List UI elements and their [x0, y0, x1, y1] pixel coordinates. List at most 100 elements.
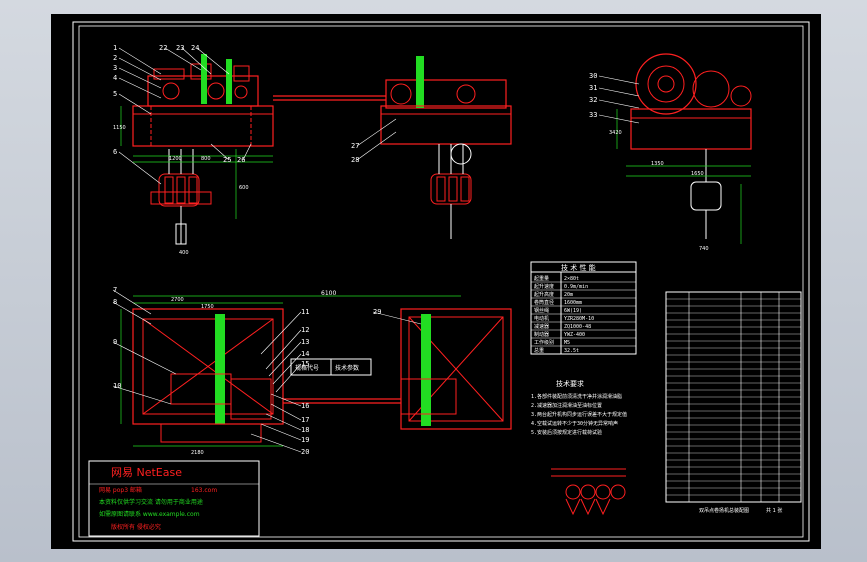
dim-1150: 1150: [113, 125, 126, 131]
dim-3420: 3420: [609, 130, 622, 136]
tech-row-label: 制动器: [534, 331, 549, 338]
dim-800: 800: [201, 156, 211, 162]
tech-table-title: 技 术 性 能: [561, 263, 596, 272]
leader-line: [270, 393, 302, 407]
tech-row-label: 起升速度: [534, 283, 554, 290]
part-number-label: 4: [113, 74, 117, 82]
leader-line: [268, 341, 302, 377]
side-view: [616, 53, 752, 244]
leader-line: [118, 93, 152, 115]
dim-1750: 1750: [201, 304, 214, 310]
sheet-border: [72, 21, 810, 542]
leader-line: [272, 353, 302, 385]
dim-1350: 1350: [651, 161, 664, 167]
part-number-label: 9: [113, 338, 117, 346]
bom-caption: 双吊点卷扬机总装配图: [699, 507, 749, 514]
leader-line: [372, 311, 422, 325]
tech-row-label: 钢丝绳: [534, 307, 549, 314]
watermark-line1b: 163.com: [191, 487, 217, 494]
leader-line: [242, 143, 252, 161]
tech-notes-title: 技术要求: [556, 379, 584, 388]
dim-1200: 1200: [169, 156, 182, 162]
leader-line: [598, 114, 640, 124]
part-number-label: 29: [373, 308, 381, 316]
tech-row-value: 2×80t: [564, 276, 579, 282]
dim-400: 400: [179, 250, 189, 256]
leader-line: [118, 67, 162, 89]
leader-line: [598, 99, 640, 109]
sheet-inner-border: [78, 25, 804, 538]
part-number-label: 17: [301, 416, 309, 424]
drawing-canvas[interactable]: 1234562223242526272878910111213141516171…: [51, 14, 821, 549]
spec-left: 规格代号: [295, 364, 319, 372]
part-number-label: 12: [301, 326, 309, 334]
tech-note-line: 4.空载试运转不少于30分钟无异常响声: [531, 420, 618, 427]
leader-line: [598, 87, 640, 97]
tech-row-value: YWZ-400: [564, 332, 585, 338]
bom-sheet: 共 1 张: [766, 507, 782, 514]
leader-line: [210, 143, 230, 161]
part-number-label: 32: [589, 96, 597, 104]
leader-line: [265, 329, 302, 370]
part-number-label: 18: [301, 426, 309, 434]
tech-note-line: 2.减速器加注润滑油至油标位置: [531, 402, 602, 409]
tech-row-value: 32.5t: [564, 348, 579, 354]
tech-note-line: 3.两台起升机构同步运行误差不大于规定值: [531, 411, 627, 418]
tech-row-value: M5: [564, 340, 570, 346]
part-number-label: 11: [301, 308, 309, 316]
tech-row-value: 20m: [564, 292, 573, 298]
dim-740: 740: [699, 246, 709, 252]
watermark-logo: 网易 NetEase: [111, 466, 182, 479]
leader-line: [260, 311, 302, 355]
tech-row-label: 起升高度: [534, 291, 554, 298]
leader-line: [265, 413, 302, 431]
tech-row-label: 总重: [534, 347, 544, 354]
part-number-label: 6: [113, 148, 117, 156]
part-number-label: 2: [113, 54, 117, 62]
part-number-label: 22: [159, 44, 167, 52]
leader-line: [118, 77, 162, 99]
tech-row-label: 卷筒直径: [534, 299, 554, 306]
tech-row-value: 6W(19): [564, 308, 582, 314]
leader-line: [112, 301, 152, 325]
part-number-label: 8: [113, 298, 117, 306]
tech-row-value: 0.9m/min: [564, 284, 588, 290]
part-number-label: 33: [589, 111, 597, 119]
leader-line: [112, 341, 177, 375]
part-number-label: 28: [351, 156, 359, 164]
leader-line: [260, 423, 302, 441]
watermark-box: [88, 460, 260, 537]
front-view-right-hoist: [380, 56, 512, 239]
leader-line: [250, 433, 302, 453]
part-number-label: 30: [589, 72, 597, 80]
part-number-label: 16: [301, 402, 309, 410]
part-number-label: 1: [113, 44, 117, 52]
part-number-label: 5: [113, 90, 117, 98]
dim-1650: 1650: [691, 171, 704, 177]
leader-line: [164, 47, 202, 71]
tech-row-label: 减速器: [534, 323, 549, 330]
part-number-label: 27: [351, 142, 359, 150]
part-number-label: 3: [113, 64, 117, 72]
tech-row-label: 电动机: [534, 315, 549, 322]
leader-line: [275, 363, 302, 393]
plan-view-left: [120, 295, 461, 447]
leader-line: [118, 151, 162, 185]
bom-table[interactable]: [665, 291, 802, 503]
tech-row-label: 起重量: [534, 275, 549, 282]
tech-note-line: 1.各部件装配前须清洗干净并涂润滑油脂: [531, 393, 622, 400]
leader-line: [118, 57, 162, 81]
spec-right: 技术参数: [335, 364, 359, 372]
tech-row-value: YZR280M-10: [564, 316, 594, 322]
dim-2700: 2700: [171, 297, 184, 303]
hook-detail: [551, 468, 626, 516]
part-number-label: 31: [589, 84, 597, 92]
front-view-left-hoist: [120, 54, 274, 245]
leader-line: [181, 47, 212, 75]
part-number-label: 20: [301, 448, 309, 456]
leader-line: [356, 131, 397, 161]
part-number-label: 10: [113, 382, 121, 390]
tech-row-value: ZQ1000-48: [564, 324, 591, 330]
